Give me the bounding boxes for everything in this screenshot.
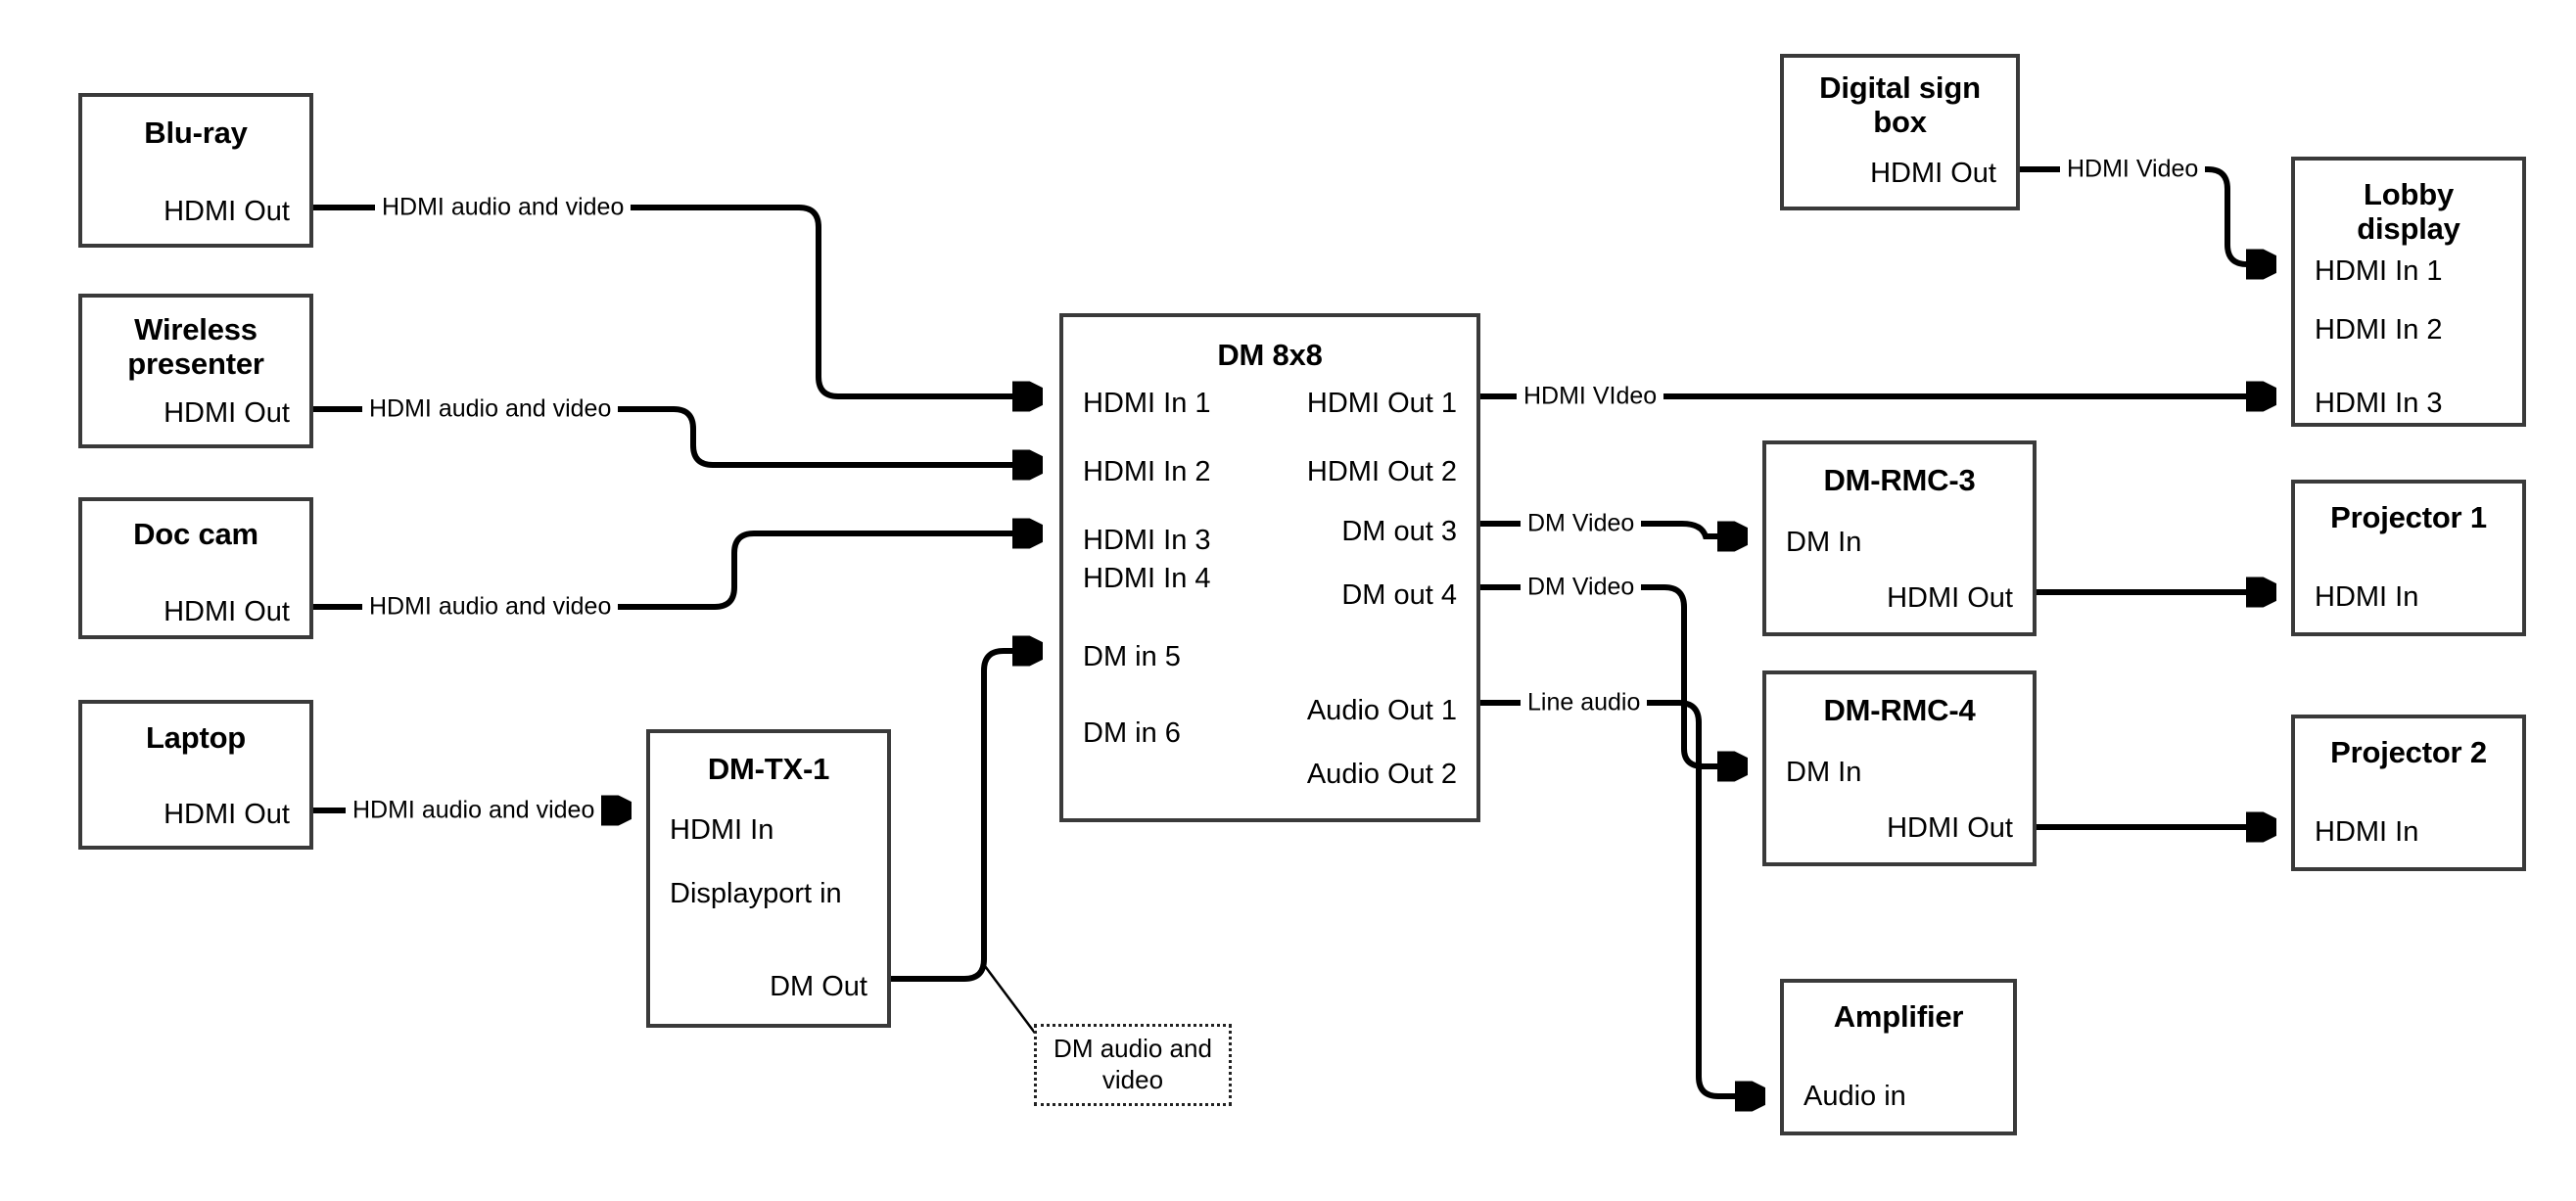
- node-laptop[interactable]: Laptop HDMI Out: [78, 700, 313, 850]
- port-hdmi-out-1: HDMI Out 1: [1306, 388, 1457, 419]
- node-title: Projector 1: [2330, 500, 2487, 534]
- node-digital-sign-box[interactable]: Digital sign box HDMI Out: [1780, 54, 2020, 210]
- node-lobby-display[interactable]: Lobby display HDMI In 1 HDMI In 2 HDMI I…: [2291, 157, 2526, 427]
- node-title-line1: Lobby: [2364, 177, 2454, 211]
- wire-dm-out4-to-rmc4: [1480, 584, 1743, 766]
- node-title: DM-TX-1: [707, 752, 830, 786]
- port-hdmi-in-3: HDMI In 3: [2315, 388, 2443, 419]
- node-dm-tx-1[interactable]: DM-TX-1 HDMI In Displayport in DM Out: [646, 729, 891, 1028]
- port-hdmi-in: HDMI In: [2315, 581, 2419, 613]
- node-title: Blu-ray: [144, 115, 248, 150]
- port-hdmi-out: HDMI Out: [1887, 812, 2013, 844]
- port-audio-in: Audio in: [1803, 1081, 1906, 1112]
- port-hdmi-out: HDMI Out: [1887, 582, 2013, 614]
- node-wireless-presenter[interactable]: Wireless presenter HDMI Out: [78, 294, 313, 448]
- port-hdmi-in-1: HDMI In 1: [2315, 255, 2443, 287]
- node-title: Doc cam: [133, 517, 258, 551]
- port-hdmi-out: HDMI Out: [164, 196, 290, 227]
- port-hdmi-out: HDMI Out: [164, 596, 290, 627]
- wire-audioout1-to-amplifier: [1480, 700, 1760, 1096]
- port-hdmi-out: HDMI Out: [164, 799, 290, 830]
- node-title-line1: Digital sign: [1819, 70, 1981, 105]
- link-label-dmout4-to-rmc4: DM Video: [1521, 575, 1642, 600]
- node-title: DM-RMC-4: [1823, 693, 1976, 727]
- wire-callout-leader: [980, 961, 1042, 1040]
- port-dm-in: DM In: [1786, 757, 1862, 788]
- wire-tx-dmout-to-dm-in5: [891, 651, 1038, 982]
- port-dm-out: DM Out: [770, 971, 867, 1002]
- callout-text: DM audio and video: [1054, 1034, 1212, 1095]
- port-hdmi-in-2: HDMI In 2: [2315, 314, 2443, 346]
- node-title: DM-RMC-3: [1823, 463, 1976, 497]
- link-label-dmout3-to-rmc3: DM Video: [1521, 511, 1642, 536]
- port-hdmi-in-1: HDMI In 1: [1083, 388, 1211, 419]
- port-audio-out-2: Audio Out 2: [1306, 759, 1457, 790]
- port-dm-in-6: DM in 6: [1083, 717, 1181, 749]
- port-hdmi-in: HDMI In: [2315, 816, 2419, 848]
- callout-dm-audio-and-video: DM audio and video: [1034, 1024, 1232, 1106]
- link-label-wireless-to-dm: HDMI audio and video: [362, 396, 619, 422]
- node-dm-rmc-3[interactable]: DM-RMC-3 DM In HDMI Out: [1762, 440, 2037, 636]
- port-displayport-in: Displayport in: [670, 878, 842, 909]
- node-title: Amplifier: [1833, 999, 1964, 1034]
- callout-text-line1: DM audio and: [1054, 1034, 1212, 1064]
- port-dm-out-3: DM out 3: [1341, 516, 1457, 547]
- node-projector-1[interactable]: Projector 1 HDMI In: [2291, 480, 2526, 636]
- node-blu-ray[interactable]: Blu-ray HDMI Out: [78, 93, 313, 248]
- node-title: Projector 2: [2330, 735, 2487, 769]
- node-dm-8x8[interactable]: DM 8x8 HDMI In 1 HDMI In 2 HDMI In 3 HDM…: [1059, 313, 1480, 822]
- link-label-sign-to-lobby: HDMI Video: [2060, 157, 2206, 182]
- port-hdmi-in: HDMI In: [670, 814, 774, 846]
- link-label-doccam-to-dm: HDMI audio and video: [362, 594, 619, 620]
- wire-bluray-to-dm-in1: [313, 205, 1038, 396]
- port-hdmi-out: HDMI Out: [1870, 158, 1996, 189]
- link-label-laptop-to-tx: HDMI audio and video: [346, 798, 602, 823]
- port-audio-out-1: Audio Out 1: [1306, 695, 1457, 726]
- node-title-line2: box: [1873, 105, 1927, 139]
- callout-text-line2: video: [1101, 1065, 1164, 1094]
- link-label-audioout1-to-amp: Line audio: [1521, 690, 1648, 716]
- node-title: DM 8x8: [1217, 338, 1323, 372]
- node-dm-rmc-4[interactable]: DM-RMC-4 DM In HDMI Out: [1762, 670, 2037, 866]
- wire-sign-to-lobby-in1: [2020, 166, 2272, 264]
- port-hdmi-in-2: HDMI In 2: [1083, 456, 1211, 487]
- port-hdmi-in-4: HDMI In 4: [1083, 563, 1211, 594]
- port-hdmi-out: HDMI Out: [164, 397, 290, 429]
- node-projector-2[interactable]: Projector 2 HDMI In: [2291, 715, 2526, 871]
- node-title-line2: presenter: [127, 346, 264, 381]
- link-label-bluray-to-dm: HDMI audio and video: [375, 195, 632, 220]
- port-hdmi-in-3: HDMI In 3: [1083, 525, 1211, 556]
- port-dm-out-4: DM out 4: [1341, 579, 1457, 611]
- node-amplifier[interactable]: Amplifier Audio in: [1780, 979, 2017, 1135]
- link-label-hdmiout1-to-lobby: HDMI VIdeo: [1517, 384, 1664, 409]
- node-title-line1: Wireless: [134, 312, 258, 346]
- node-doc-cam[interactable]: Doc cam HDMI Out: [78, 497, 313, 639]
- node-title-line2: display: [2357, 211, 2460, 246]
- port-dm-in: DM In: [1786, 527, 1862, 558]
- port-dm-in-5: DM in 5: [1083, 641, 1181, 672]
- port-hdmi-out-2: HDMI Out 2: [1306, 456, 1457, 487]
- node-title: Laptop: [145, 720, 247, 755]
